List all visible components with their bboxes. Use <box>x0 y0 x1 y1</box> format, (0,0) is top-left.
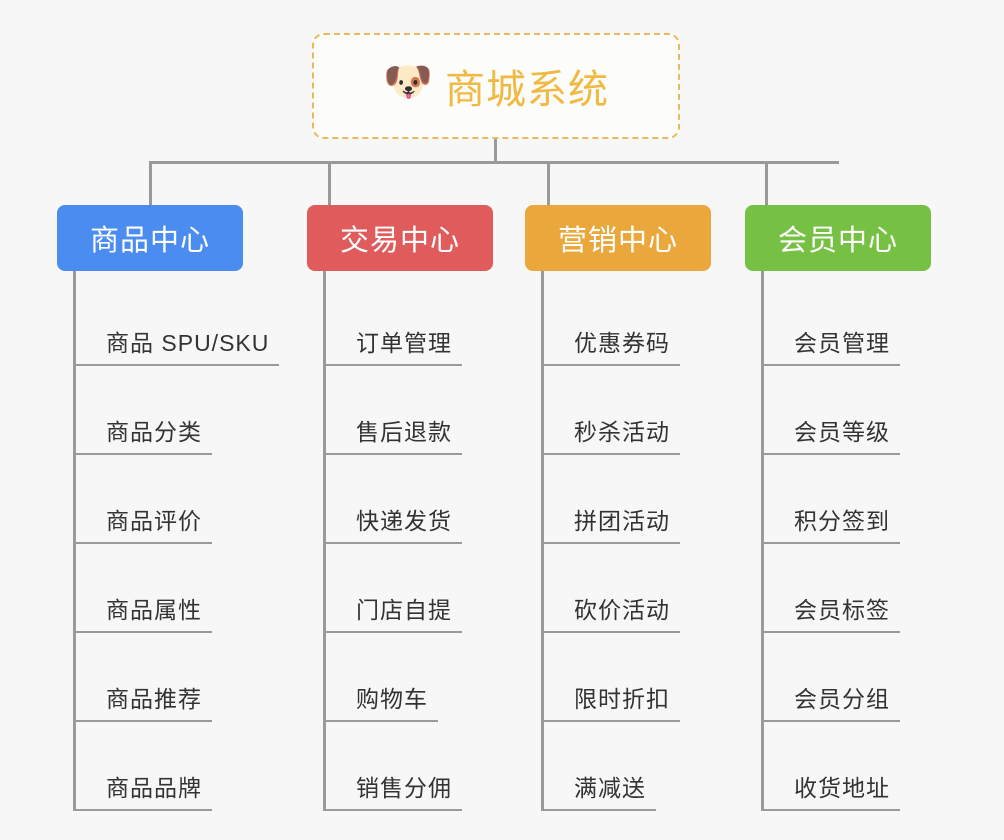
leaf-label: 会员管理 <box>764 324 900 366</box>
list-item[interactable]: 会员等级 <box>764 366 970 455</box>
branch-bus-line <box>149 161 839 164</box>
leaf-label: 优惠券码 <box>544 324 680 366</box>
leaf-label: 商品品牌 <box>76 769 212 811</box>
branch-node-member[interactable]: 会员中心 <box>745 205 931 271</box>
list-item[interactable]: 会员管理 <box>764 277 970 366</box>
list-item[interactable]: 限时折扣 <box>544 633 750 722</box>
list-item[interactable]: 商品评价 <box>76 455 287 544</box>
leaf-label: 商品推荐 <box>76 680 212 722</box>
list-item[interactable]: 砍价活动 <box>544 544 750 633</box>
branch-trunk-marketing: 优惠券码 秒杀活动 拼团活动 砍价活动 限时折扣 满减送 <box>541 271 750 811</box>
leaf-label: 秒杀活动 <box>544 413 680 455</box>
branch-trunk-member: 会员管理 会员等级 积分签到 会员标签 会员分组 收货地址 <box>761 271 970 811</box>
leaf-label: 砍价活动 <box>544 591 680 633</box>
leaf-label: 商品属性 <box>76 591 212 633</box>
root-node[interactable]: 🐶 商城系统 <box>312 33 680 139</box>
leaf-label: 商品评价 <box>76 502 212 544</box>
leaf-label: 拼团活动 <box>544 502 680 544</box>
list-item[interactable]: 商品品牌 <box>76 722 287 811</box>
branch-column-trade: 交易中心 订单管理 售后退款 快递发货 门店自提 购物车 销售分佣 <box>307 205 532 811</box>
list-item[interactable]: 商品属性 <box>76 544 287 633</box>
branch-node-trade[interactable]: 交易中心 <box>307 205 493 271</box>
list-item[interactable]: 会员标签 <box>764 544 970 633</box>
root-title: 商城系统 <box>445 68 609 112</box>
leaf-label: 满减送 <box>544 769 656 811</box>
root-stem-line <box>494 139 497 162</box>
list-item[interactable]: 销售分佣 <box>326 722 532 811</box>
leaf-label: 销售分佣 <box>326 769 462 811</box>
leaf-label: 快递发货 <box>326 502 462 544</box>
leaf-label: 订单管理 <box>326 324 462 366</box>
leaf-label: 商品 SPU/SKU <box>76 324 280 366</box>
list-item[interactable]: 满减送 <box>544 722 750 811</box>
branch-trunk-trade: 订单管理 售后退款 快递发货 门店自提 购物车 销售分佣 <box>323 271 532 811</box>
leaf-label: 限时折扣 <box>544 680 680 722</box>
branch-trunk-product: 商品 SPU/SKU 商品分类 商品评价 商品属性 商品推荐 商品品牌 <box>73 271 287 811</box>
list-item[interactable]: 快递发货 <box>326 455 532 544</box>
leaf-label: 会员等级 <box>764 413 900 455</box>
list-item[interactable]: 拼团活动 <box>544 455 750 544</box>
branch-drop-line-1 <box>149 161 152 205</box>
leaf-label: 会员标签 <box>764 591 900 633</box>
list-item[interactable]: 门店自提 <box>326 544 532 633</box>
list-item[interactable]: 收货地址 <box>764 722 970 811</box>
list-item[interactable]: 订单管理 <box>326 277 532 366</box>
branch-drop-line-4 <box>765 161 768 205</box>
branch-node-marketing[interactable]: 营销中心 <box>525 205 711 271</box>
branch-column-product: 商品中心 商品 SPU/SKU 商品分类 商品评价 商品属性 商品推荐 商品品牌 <box>57 205 287 811</box>
leaf-label: 积分签到 <box>764 502 900 544</box>
leaf-label: 会员分组 <box>764 680 900 722</box>
list-item[interactable]: 商品 SPU/SKU <box>76 277 287 366</box>
branch-drop-line-2 <box>328 161 331 205</box>
branch-column-marketing: 营销中心 优惠券码 秒杀活动 拼团活动 砍价活动 限时折扣 满减送 <box>525 205 750 811</box>
list-item[interactable]: 售后退款 <box>326 366 532 455</box>
list-item[interactable]: 积分签到 <box>764 455 970 544</box>
list-item[interactable]: 商品分类 <box>76 366 287 455</box>
branch-drop-line-3 <box>547 161 550 205</box>
list-item[interactable]: 秒杀活动 <box>544 366 750 455</box>
branch-column-member: 会员中心 会员管理 会员等级 积分签到 会员标签 会员分组 收货地址 <box>745 205 970 811</box>
leaf-label: 商品分类 <box>76 413 212 455</box>
list-item[interactable]: 会员分组 <box>764 633 970 722</box>
list-item[interactable]: 商品推荐 <box>76 633 287 722</box>
branch-node-product[interactable]: 商品中心 <box>57 205 243 271</box>
list-item[interactable]: 购物车 <box>326 633 532 722</box>
dog-face-icon: 🐶 <box>383 60 433 104</box>
list-item[interactable]: 优惠券码 <box>544 277 750 366</box>
leaf-label: 购物车 <box>326 680 438 722</box>
leaf-label: 收货地址 <box>764 769 900 811</box>
leaf-label: 门店自提 <box>326 591 462 633</box>
leaf-label: 售后退款 <box>326 413 462 455</box>
